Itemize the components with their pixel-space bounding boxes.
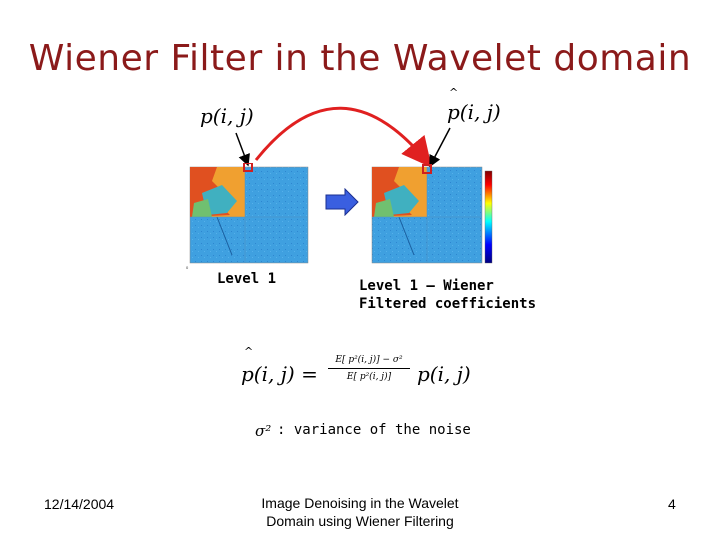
formula-fraction: E[ p²(i, j)] − σ² E[ p²(i, j)] xyxy=(328,354,410,383)
colorbar xyxy=(484,170,493,264)
slide-title: Wiener Filter in the Wavelet domain xyxy=(28,38,692,79)
filtered-caption-line1: Level 1 – Wiener xyxy=(359,278,494,294)
filtered-caption-line2: Filtered coefficients xyxy=(359,296,537,312)
footer-title-line2: Domain using Wiener Filtering xyxy=(266,513,454,529)
formula-hat: ^ xyxy=(244,345,254,358)
formula-lhs: p(i, j) = xyxy=(241,362,318,386)
level1-caption: Level 1 xyxy=(217,271,277,287)
transform-arrow-icon xyxy=(325,188,359,216)
footer-title: Image Denoising in the Wavelet Domain us… xyxy=(240,494,480,530)
footer-title-line1: Image Denoising in the Wavelet xyxy=(261,495,459,511)
pointer-arrow-right xyxy=(429,127,451,168)
pointer-arrow-left xyxy=(235,132,250,167)
noise-variance-caption: : variance of the noise xyxy=(277,422,471,438)
curved-mapping-arrow xyxy=(254,106,432,168)
wiener-filtered-image xyxy=(371,164,493,264)
output-coefficient-symbol: p(i, j) xyxy=(447,100,501,124)
sigma-squared-symbol: σ² xyxy=(255,422,272,440)
footer-date: 12/14/2004 xyxy=(44,496,115,512)
fraction-bar xyxy=(328,368,410,369)
formula-numerator: E[ p²(i, j)] − σ² xyxy=(335,355,403,365)
hat-mark-top: ^ xyxy=(449,86,459,99)
input-coefficient-symbol: p(i, j) xyxy=(200,104,254,128)
svg-text:0: 0 xyxy=(186,265,189,270)
formula-denominator: E[ p²(i, j)] xyxy=(346,372,392,382)
wavelet-level1-image: 0 xyxy=(186,163,309,270)
formula-rhs: p(i, j) xyxy=(417,362,471,386)
page-number: 4 xyxy=(668,496,676,512)
